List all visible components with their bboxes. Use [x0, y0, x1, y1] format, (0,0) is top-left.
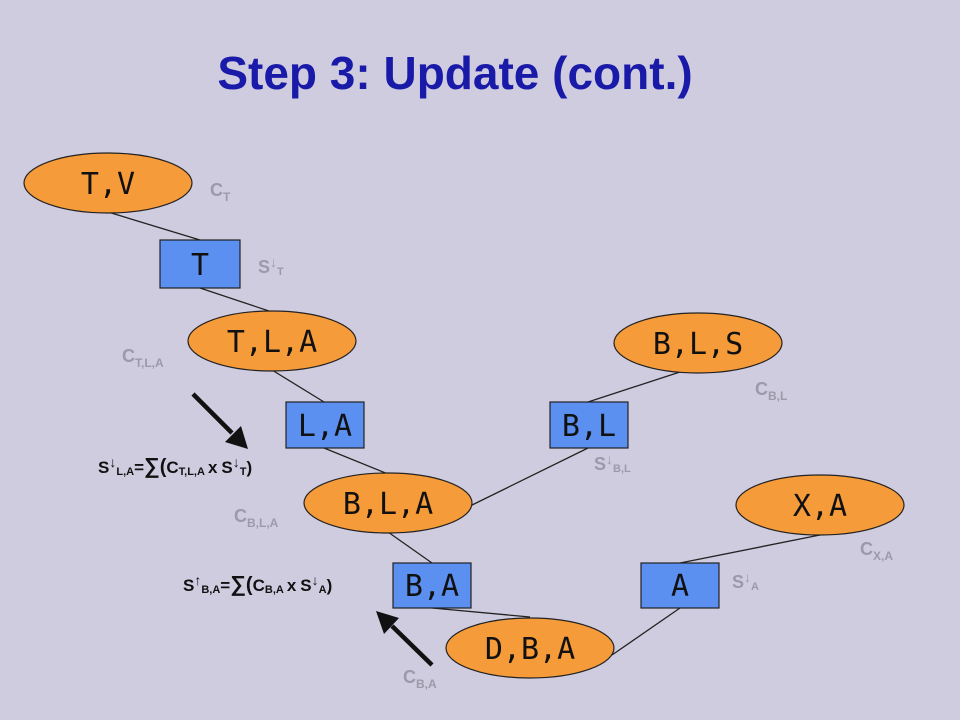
arrow-down-right-icon: [191, 392, 248, 449]
message-label-t: S↓T: [258, 254, 284, 278]
edge-bls-bl: [587, 371, 681, 403]
clique-tla-label: T,L,A: [227, 325, 317, 360]
separator-a-label: A: [671, 569, 689, 604]
edge-tla-la: [271, 369, 325, 403]
clique-bls-label: B,L,S: [653, 327, 743, 362]
clique-xa-label: X,A: [793, 489, 847, 524]
clique-bls[interactable]: B,L,S: [613, 312, 783, 374]
separator-a[interactable]: A: [640, 562, 720, 609]
separator-bl[interactable]: B,L: [549, 401, 629, 449]
edge-xa-a: [679, 534, 821, 564]
edge-tv-t: [107, 211, 201, 241]
edge-ba-dba: [431, 607, 531, 618]
clique-bla-label: B,L,A: [343, 487, 433, 522]
potential-label-t: CT: [210, 180, 231, 204]
potential-label-ba: CB,A: [403, 667, 437, 691]
page-title: Step 3: Update (cont.): [217, 47, 693, 99]
clique-tv[interactable]: T,V: [23, 152, 193, 214]
separator-la[interactable]: L,A: [285, 401, 365, 449]
separator-ba[interactable]: B,A: [392, 562, 472, 609]
clique-tv-label: T,V: [81, 167, 135, 202]
potential-label-xa: CX,A: [860, 539, 893, 563]
separator-ba-label: B,A: [405, 569, 459, 604]
clique-dba-label: D,B,A: [485, 632, 575, 667]
clique-bla[interactable]: B,L,A: [303, 472, 473, 534]
potential-label-bla: CB,L,A: [234, 506, 279, 530]
arrow-up-left-icon: [376, 611, 434, 667]
edge-bl-bla: [467, 447, 589, 508]
clique-dba[interactable]: D,B,A: [445, 617, 615, 679]
separator-bl-label: B,L: [562, 409, 616, 444]
separator-la-label: L,A: [298, 409, 352, 444]
potential-label-tla: CT,L,A: [122, 346, 164, 370]
potential-label-bl: CB,L: [755, 379, 787, 403]
edge-a-dba: [611, 607, 681, 656]
edge-t-tla: [199, 287, 273, 313]
message-label-a: S↓A: [732, 569, 759, 593]
edge-la-bla: [323, 447, 389, 475]
edge-bla-ba: [387, 531, 433, 564]
separator-t[interactable]: T: [159, 239, 241, 289]
separator-t-label: T: [191, 248, 209, 283]
clique-tla[interactable]: T,L,A: [187, 310, 357, 372]
clique-xa[interactable]: X,A: [735, 474, 905, 536]
message-label-bl: S↓B,L: [594, 451, 631, 475]
tree-edges: [107, 211, 821, 656]
